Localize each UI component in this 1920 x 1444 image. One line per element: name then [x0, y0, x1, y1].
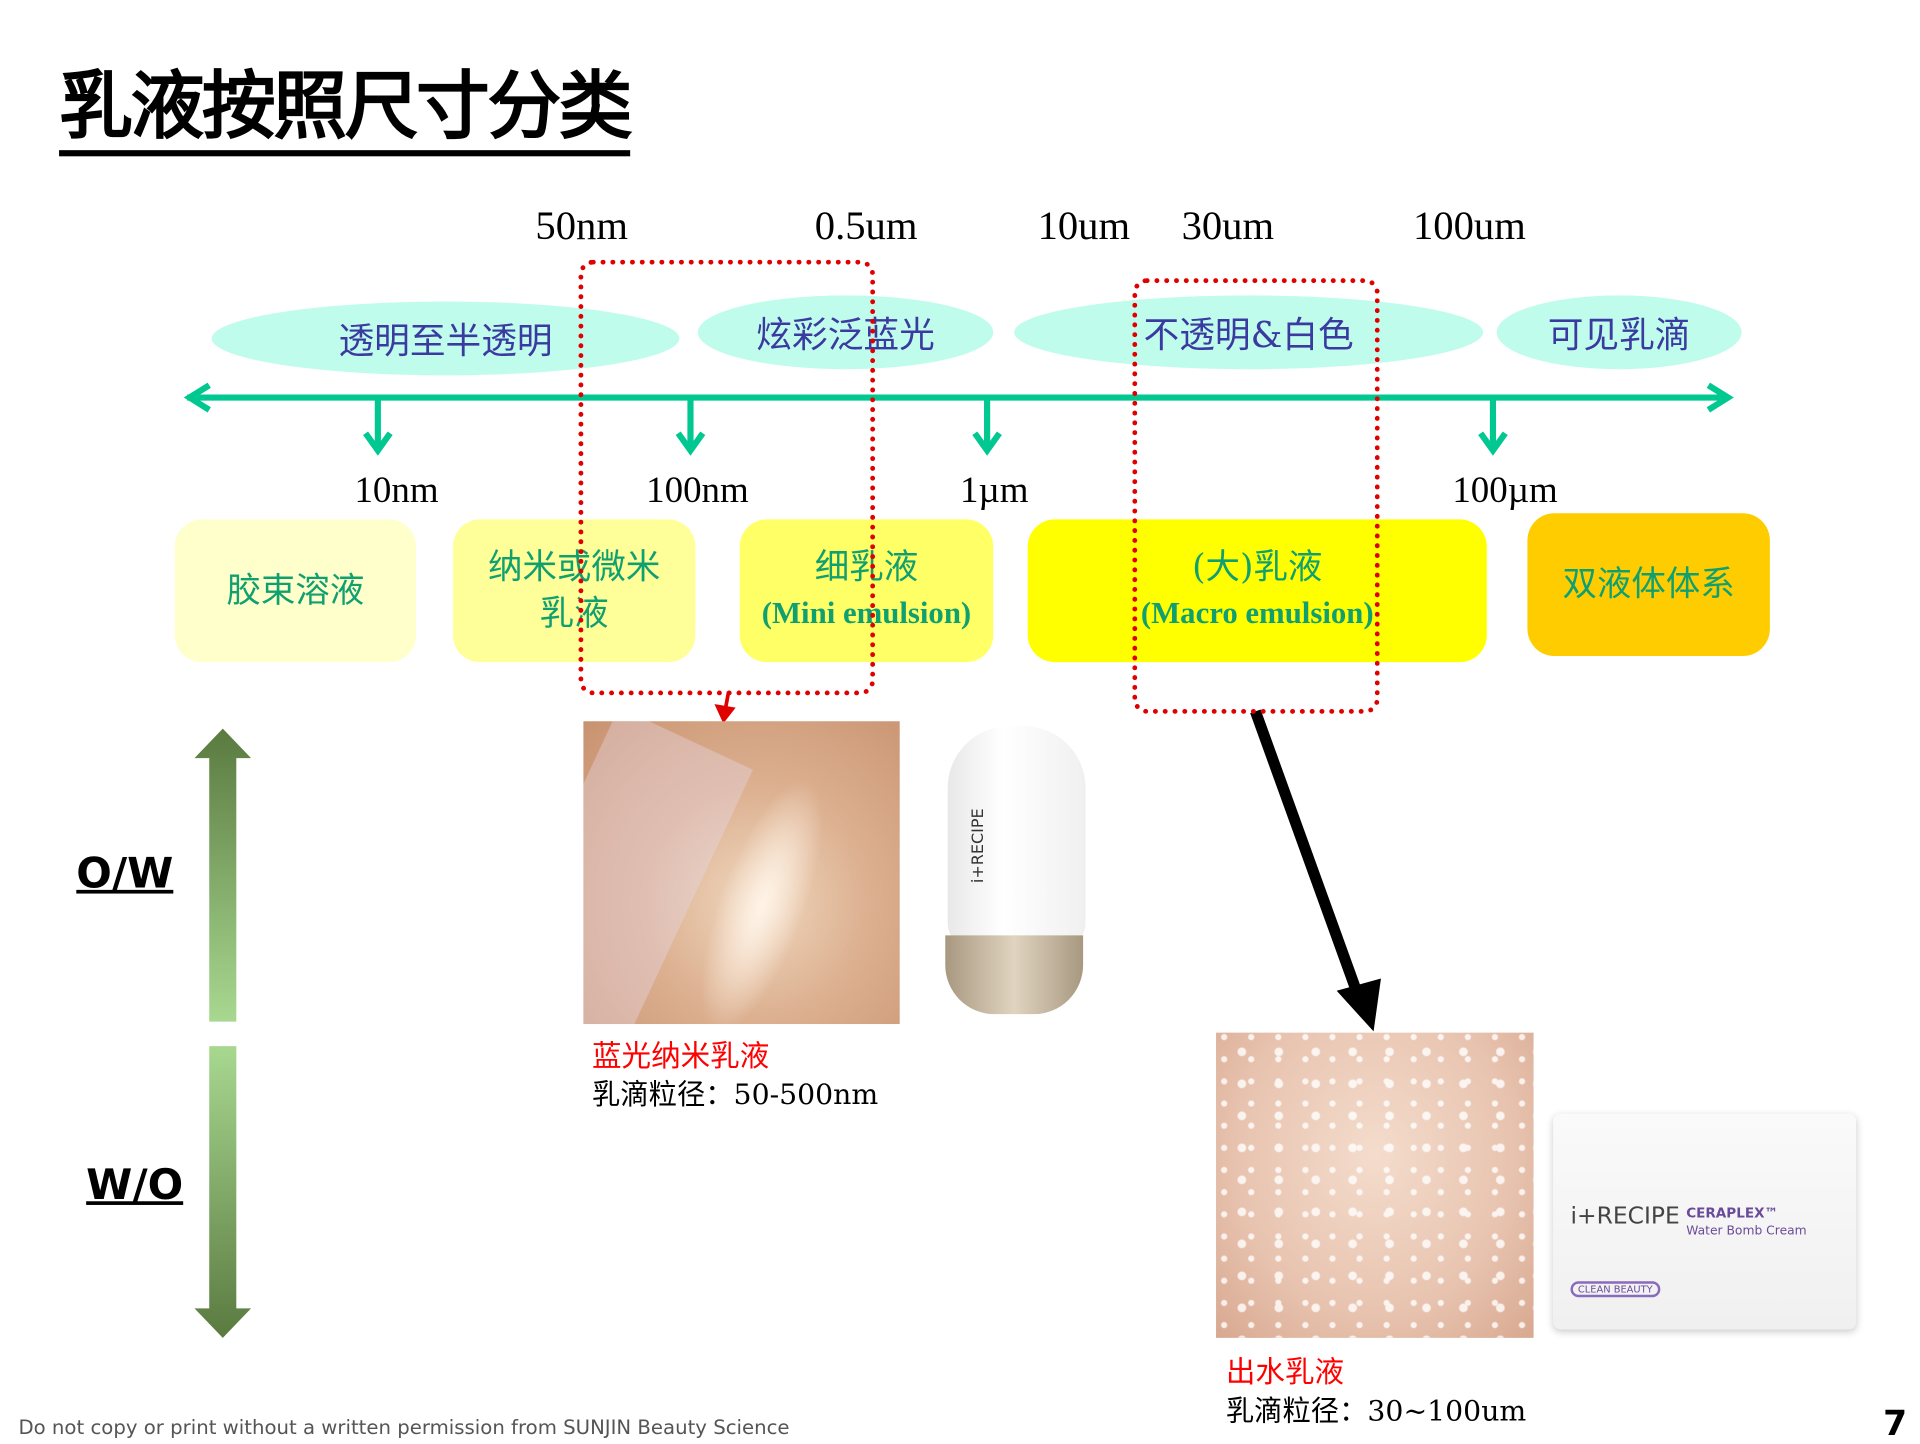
category-label: 双液体体系	[1562, 563, 1735, 605]
category-micelle: 胶束溶液	[174, 519, 417, 663]
category-macro-emulsion: (大)乳液 (Macro emulsion)	[1027, 519, 1487, 663]
category-label: 胶束溶液	[226, 569, 365, 611]
example2-name: 出水乳液	[1225, 1355, 1345, 1390]
appearance-transparent: 透明至半透明	[211, 301, 680, 376]
page-title: 乳液按照尺寸分类	[59, 64, 633, 157]
appearance-label: 透明至半透明	[338, 320, 553, 362]
scale-label-50nm: 50nm	[535, 204, 628, 249]
size-mark-10nm: 10nm	[354, 470, 439, 511]
appearance-opaque: 不透明&白色	[1014, 295, 1484, 370]
highlight-macro-range	[1132, 278, 1380, 714]
size-axis	[183, 382, 1734, 456]
category-label-en: (Macro emulsion)	[1140, 596, 1374, 631]
water-bomb-cream-jar: i+RECIPE CERAPLEX™ Water Bomb Cream CLEA…	[1553, 1113, 1857, 1330]
size-mark-1um: 1µm	[960, 470, 1029, 511]
appearance-label: 可见乳滴	[1547, 313, 1691, 356]
category-label-en: (Mini emulsion)	[761, 596, 972, 631]
category-label: (大)乳液	[1192, 546, 1323, 588]
scale-label-100um: 100um	[1412, 204, 1526, 249]
nano-emulsion-product-bottle: i+RECIPE	[942, 726, 1090, 1016]
jar-badge: CLEAN BEAUTY	[1570, 1281, 1661, 1298]
category-label: 细乳液	[814, 546, 919, 588]
page-number: 7	[1883, 1403, 1908, 1444]
ow-up-arrow	[194, 728, 252, 1022]
water-release-emulsion-skin-photo	[1216, 1032, 1534, 1338]
category-nano-emulsion: 纳米或微米乳液	[452, 519, 696, 663]
jar-product-name: Water Bomb Cream	[1686, 1224, 1807, 1239]
scale-label-30um: 30um	[1181, 204, 1275, 249]
black-pointer-arrow	[1250, 709, 1381, 1032]
appearance-label: 不透明&白色	[1143, 313, 1354, 356]
appearance-visible: 可见乳滴	[1496, 295, 1742, 370]
jar-brand: i+RECIPE	[1570, 1202, 1680, 1230]
bottle-brand: i+RECIPE	[969, 808, 988, 884]
size-mark-100um: 100µm	[1452, 470, 1558, 511]
jar-product-line: CERAPLEX™	[1686, 1204, 1779, 1221]
size-mark-100nm: 100nm	[646, 470, 749, 511]
category-two-liquid: 双液体体系	[1527, 513, 1770, 657]
wo-label: W/O	[86, 1160, 184, 1210]
nano-emulsion-skin-photo	[583, 721, 900, 1025]
example1-name: 蓝光纳米乳液	[592, 1038, 770, 1074]
scale-label-10um: 10um	[1037, 204, 1131, 249]
scale-label-0.5um: 0.5um	[814, 204, 918, 249]
red-pointer-arrow	[714, 691, 736, 724]
category-label: 纳米或微米	[487, 546, 661, 588]
appearance-blue: 炫彩泛蓝光	[697, 295, 994, 370]
example2-size: 乳滴粒径：30~100um	[1225, 1395, 1527, 1428]
ow-label: O/W	[76, 849, 174, 899]
copyright-footer: Do not copy or print without a written p…	[18, 1415, 790, 1439]
category-mini-emulsion: 细乳液 (Mini emulsion)	[739, 519, 994, 663]
appearance-label: 炫彩泛蓝光	[756, 313, 935, 356]
wo-down-arrow	[194, 1046, 252, 1338]
example1-size: 乳滴粒径：50-500nm	[592, 1079, 879, 1112]
category-label-line2: 乳液	[539, 593, 609, 634]
highlight-nano-range	[578, 259, 876, 696]
